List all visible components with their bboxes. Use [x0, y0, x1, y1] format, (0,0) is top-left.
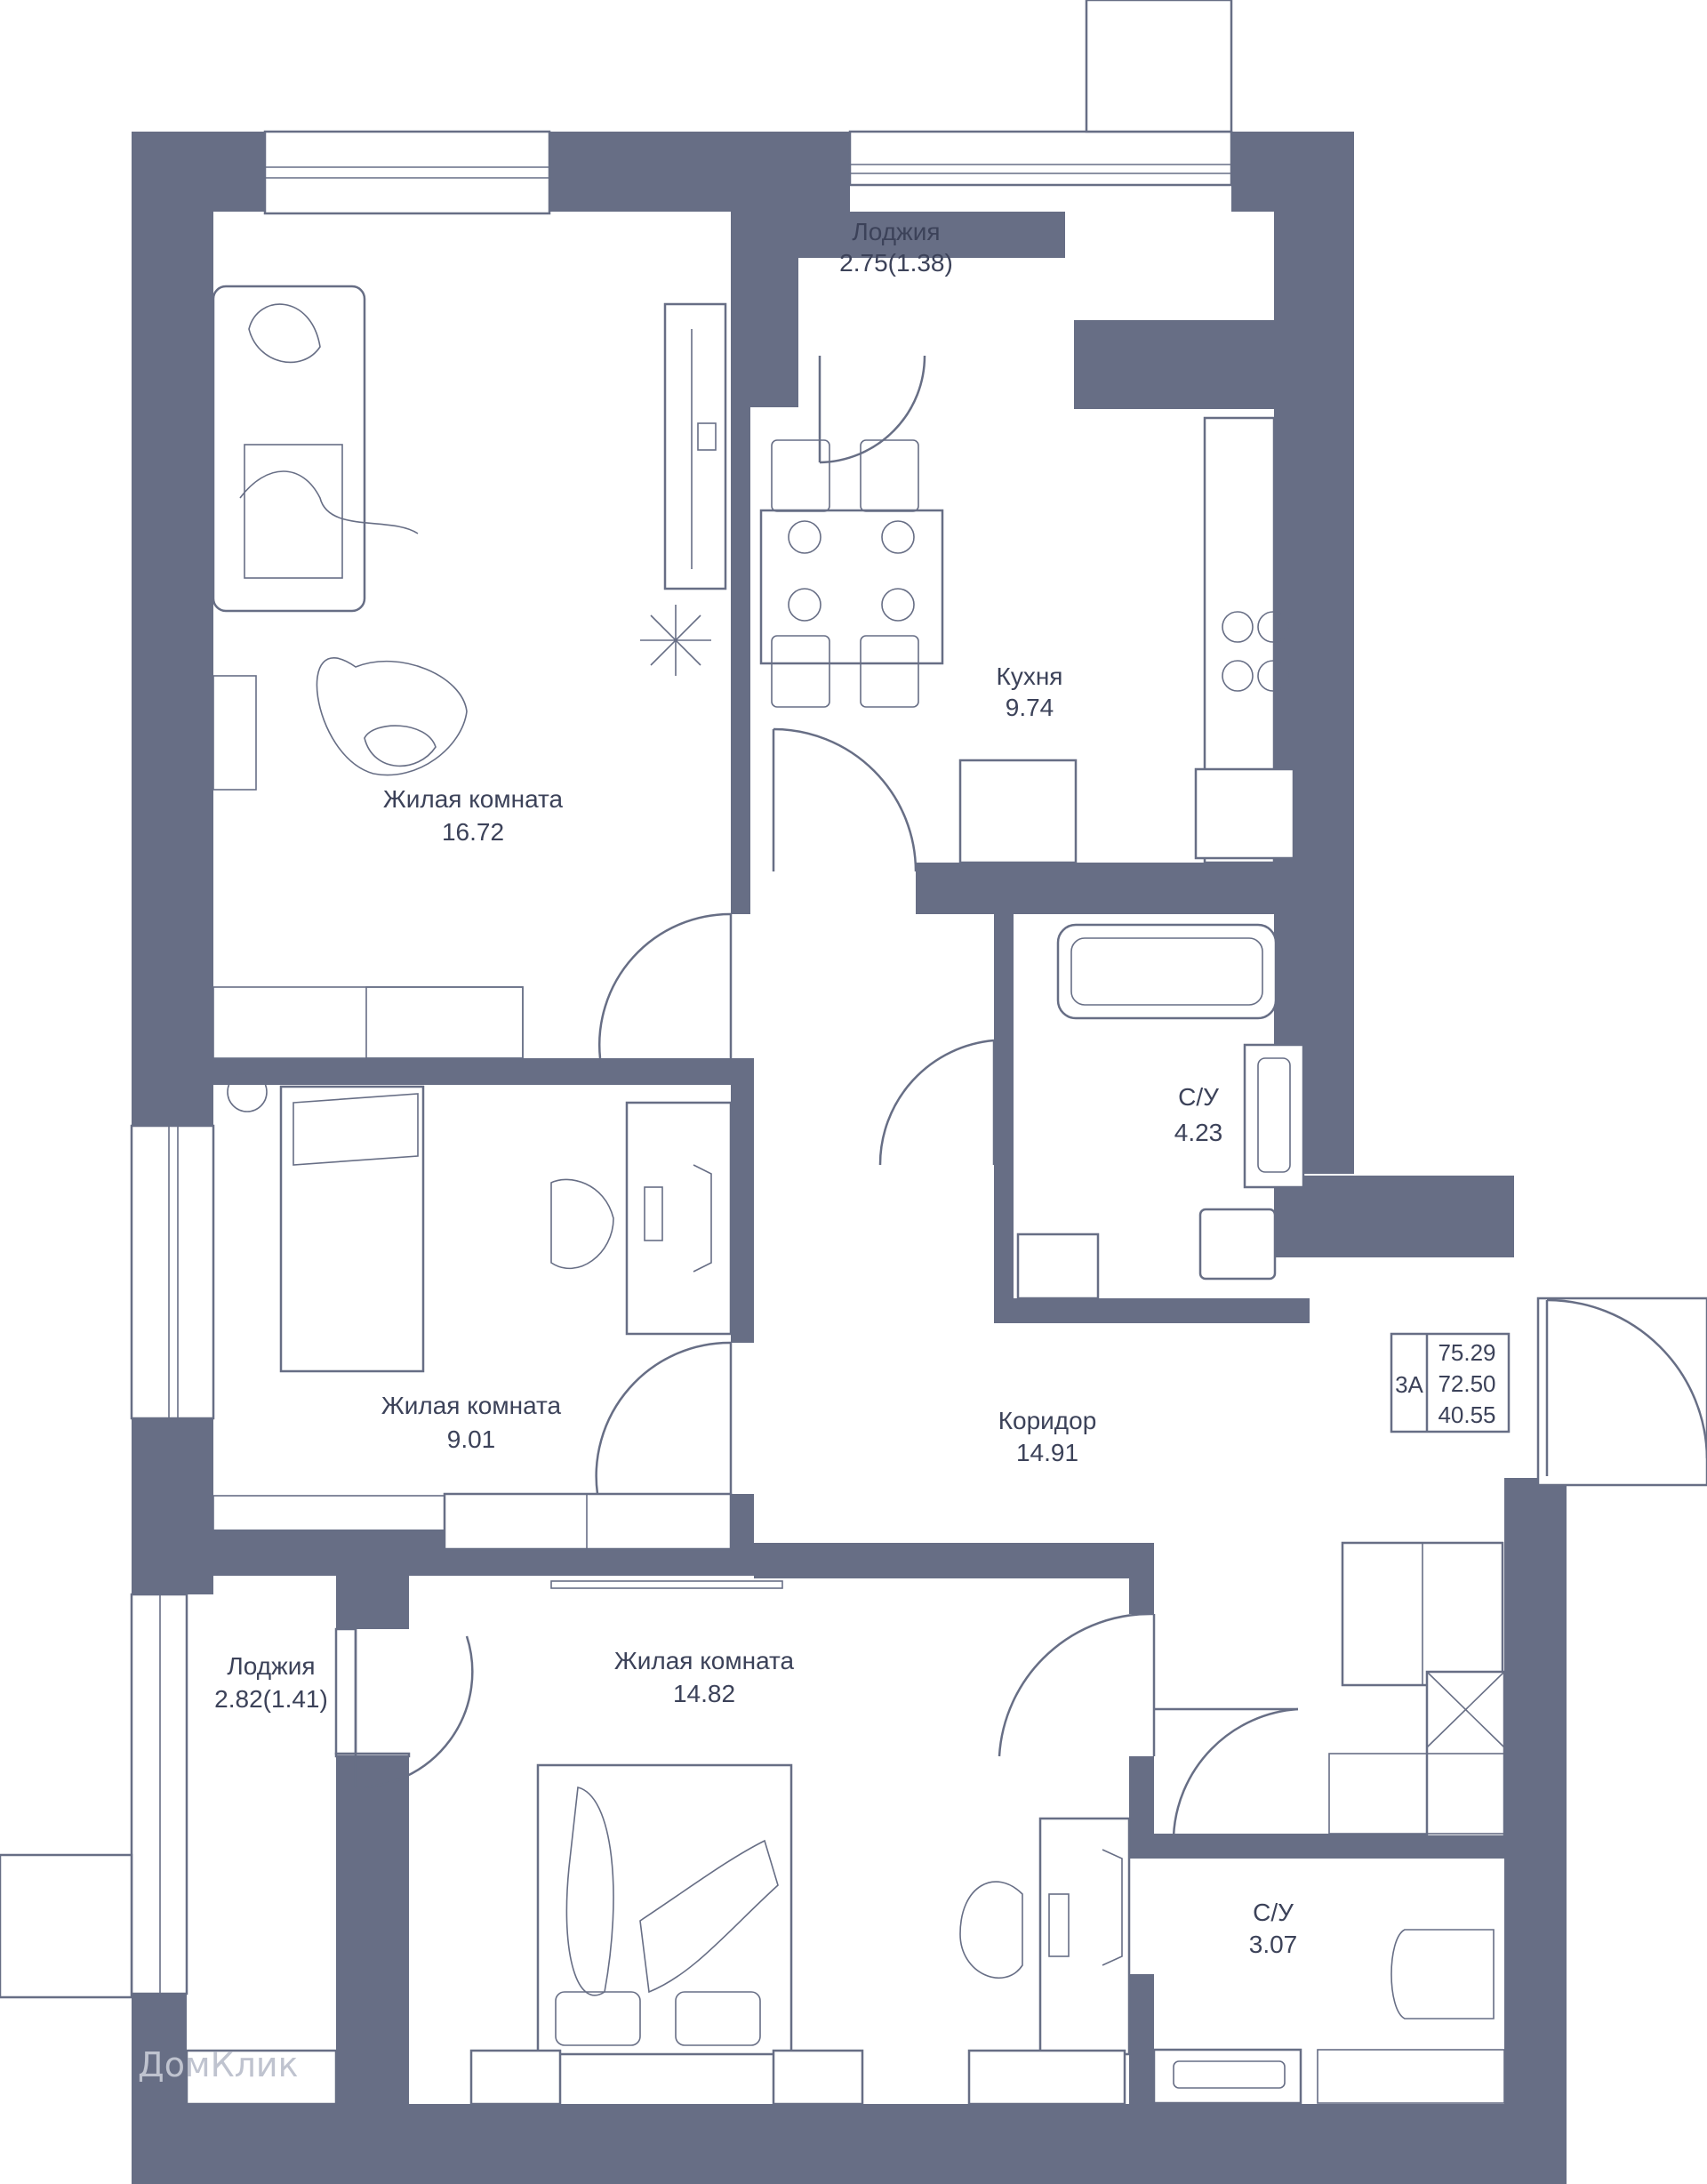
room-living-1-name: Жилая комната	[383, 785, 564, 813]
room-bath-1-name: С/У	[1178, 1083, 1219, 1111]
windows	[0, 0, 1707, 1999]
door-swings	[354, 355, 1707, 1837]
room-living-3-area: 14.82	[673, 1680, 735, 1707]
room-living-2-name: Жилая комната	[381, 1392, 562, 1419]
room-kitchen-area: 9.74	[1006, 694, 1054, 721]
room-loggia-bottom-name: Лоджия	[227, 1652, 315, 1680]
room-bath-1-area: 4.23	[1174, 1119, 1223, 1146]
room-living-1-area: 16.72	[442, 818, 504, 846]
room-bath-2-area: 3.07	[1249, 1931, 1298, 1958]
room-corridor-name: Коридор	[998, 1407, 1097, 1434]
furniture	[185, 285, 1506, 2106]
room-loggia-top-area: 2.75(1.38)	[839, 249, 953, 277]
watermark: ДомКлик	[138, 2045, 299, 2084]
room-loggia-top-name: Лоджия	[852, 218, 940, 245]
exterior-walls	[132, 132, 1567, 2184]
room-labels: Лоджия 2.75(1.38) Жилая комната 16.72 Ку…	[214, 218, 1297, 1958]
flat-info-box: 3А 75.29 72.50 40.55	[1390, 1332, 1511, 1433]
interior-walls	[132, 212, 1504, 2184]
room-living-3-name: Жилая комната	[614, 1647, 795, 1674]
flat-living-area: 40.55	[1438, 1401, 1495, 1428]
room-living-2-area: 9.01	[447, 1425, 496, 1453]
room-loggia-bottom-area: 2.82(1.41)	[214, 1685, 328, 1713]
flat-type: 3А	[1395, 1371, 1423, 1398]
room-corridor-area: 14.91	[1016, 1439, 1078, 1466]
flat-area-without-loggias: 72.50	[1438, 1370, 1495, 1397]
flat-total-area: 75.29	[1438, 1339, 1495, 1366]
room-bath-2-name: С/У	[1253, 1899, 1294, 1926]
room-kitchen-name: Кухня	[997, 662, 1063, 690]
